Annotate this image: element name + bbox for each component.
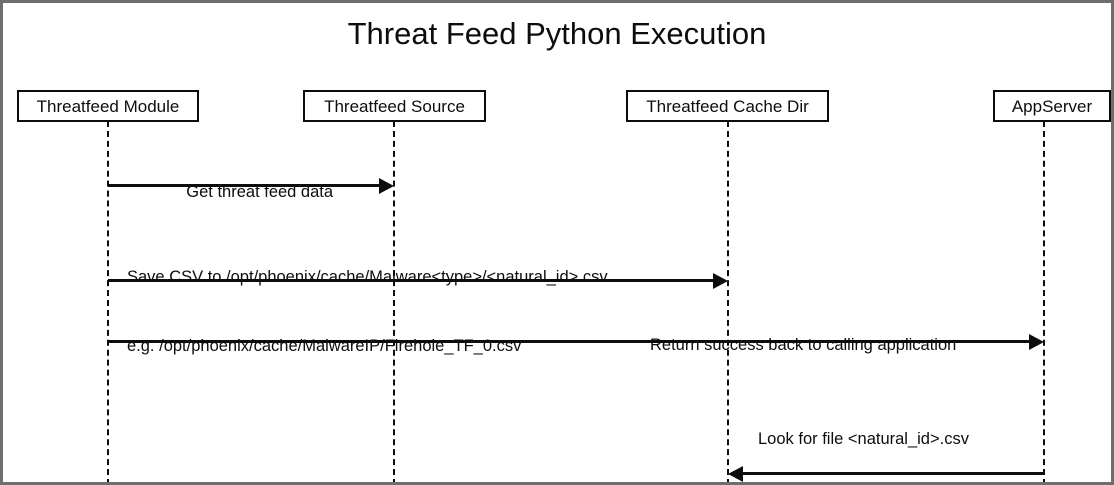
participant-box-appserver[interactable]: AppServer [993, 90, 1111, 122]
message-arrow-get-threat-feed-data [108, 184, 379, 187]
message-label-get-threat-feed-data: Get threat feed data [107, 158, 394, 227]
participant-label-appserver: AppServer [1011, 96, 1093, 116]
message-arrow-return-success [108, 340, 1029, 343]
message-line-1: Return success back to calling applicati… [650, 336, 957, 354]
arrow-head-return-success [1029, 333, 1044, 350]
arrow-head-save-csv [713, 272, 728, 289]
lifeline-threatfeed-cache-dir [727, 121, 729, 482]
message-line-1: Get threat feed data [186, 183, 334, 201]
message-line-2: e.g. /opt/phoenix/cache/MalwareIP/Fireho… [127, 337, 522, 355]
message-label-return-success: Return success back to calling applicati… [544, 311, 1044, 380]
lifeline-threatfeed-module [107, 121, 109, 482]
message-line-1: Save CSV to /opt/phoenix/cache/Malware<t… [127, 268, 608, 286]
message-label-look-for-file: Look for file <natural_id>.csv and proce… [758, 382, 969, 482]
page-title: Threat Feed Python Execution [347, 16, 767, 51]
lifeline-threatfeed-source [393, 121, 395, 482]
participant-box-threatfeed-source[interactable]: Threatfeed Source [303, 90, 486, 122]
participant-label-threatfeed-source: Threatfeed Source [324, 96, 465, 116]
message-arrow-save-csv [108, 279, 713, 282]
arrow-head-get-threat-feed-data [379, 177, 394, 194]
lifeline-appserver [1043, 121, 1045, 482]
message-arrow-look-for-file [743, 472, 1044, 475]
participant-box-threatfeed-module[interactable]: Threatfeed Module [17, 90, 199, 122]
participant-label-threatfeed-module: Threatfeed Module [36, 96, 180, 116]
participant-label-threatfeed-cache-dir: Threatfeed Cache Dir [646, 96, 809, 116]
message-line-1: Look for file <natural_id>.csv [758, 430, 969, 448]
arrow-head-look-for-file [728, 465, 743, 482]
participant-box-threatfeed-cache-dir[interactable]: Threatfeed Cache Dir [626, 90, 829, 122]
message-label-save-csv: Save CSV to /opt/phoenix/cache/Malware<t… [127, 220, 608, 404]
